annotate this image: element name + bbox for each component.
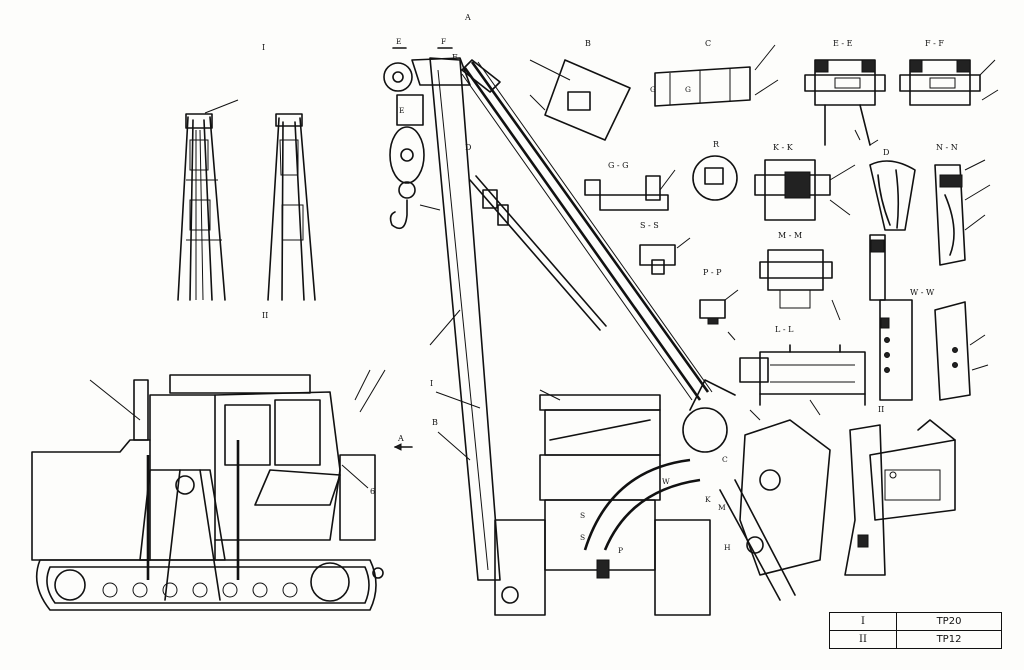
section-ss-label: S - S — [640, 221, 659, 230]
detail-views: B C G G E - E F - F G - G R K - K — [529, 39, 999, 576]
section-pp-label: P - P — [703, 268, 722, 277]
model-legend-table: I TP20 II TP12 — [829, 612, 1002, 649]
view-label-a: A — [464, 13, 471, 22]
mark-g: G — [650, 85, 656, 94]
section-kk-label: K - K — [773, 143, 794, 152]
side-view-tractor: I II A 6 — [31, 43, 413, 611]
section-mark-s: S — [580, 511, 585, 520]
view-r-label: R — [713, 140, 720, 149]
section-ll-label: L - L — [775, 325, 794, 334]
legend-roman: I — [829, 612, 897, 631]
section-mark-f: F — [441, 37, 446, 46]
section-mark-c: C — [722, 455, 728, 464]
view-label-i: I — [262, 43, 265, 52]
section-mark-f2: F — [452, 53, 458, 62]
section-mark-h: H — [724, 543, 731, 552]
section-nn-label: N - N — [936, 143, 958, 152]
section-ff-label: F - F — [925, 39, 944, 48]
leader-lines — [529, 94, 879, 421]
section-mark-m: M — [718, 503, 726, 512]
section-mark-w: W — [662, 477, 670, 486]
callout-6: 6 — [370, 487, 375, 496]
view-b-label: B — [585, 39, 591, 48]
section-ww-label: W - W — [910, 288, 935, 297]
view-c-label: C — [705, 39, 711, 48]
front-view-pipelayer: A E F E D F B I — [383, 13, 831, 616]
boom-label-b: B — [432, 418, 438, 427]
section-mark-p: P — [618, 546, 623, 555]
section-mark-k: K — [705, 495, 711, 504]
section-mark-e2: E — [399, 106, 404, 115]
section-mark-s2: S — [580, 533, 585, 542]
legend-model: TP20 — [896, 612, 1002, 631]
section-ee-label: E - E — [833, 39, 853, 48]
section-mark-e: E — [396, 37, 401, 46]
section-gg-label: G - G — [608, 161, 629, 170]
ww-label-ii: II — [878, 405, 884, 414]
view-d-label: D — [883, 148, 889, 157]
boom-label-i: I — [430, 379, 433, 388]
legend-row: II TP12 — [829, 630, 1002, 649]
legend-model: TP12 — [896, 630, 1002, 649]
legend-roman: II — [829, 630, 897, 649]
view-label-ii: II — [262, 311, 268, 320]
legend-row: I TP20 — [829, 612, 1002, 631]
section-mm-label: M - M — [778, 231, 802, 240]
arrow-a-label: A — [397, 434, 404, 443]
mark-g2: G — [685, 85, 691, 94]
boom-label-d: D — [465, 143, 471, 152]
